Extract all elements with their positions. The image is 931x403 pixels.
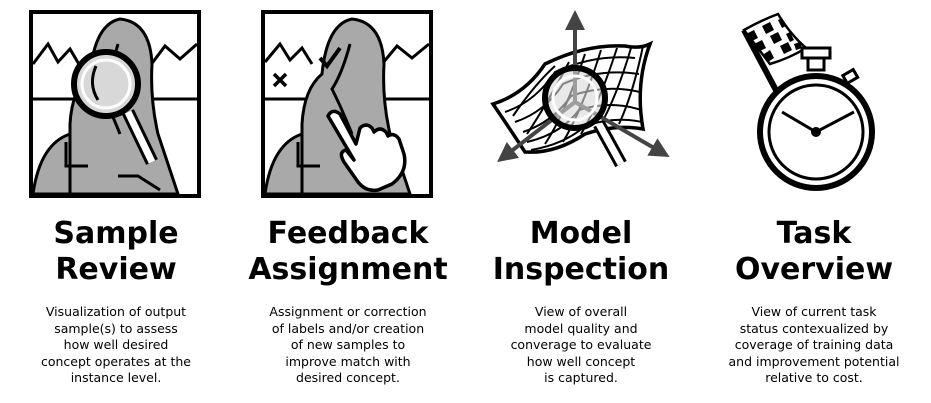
magnifier-over-surface-icon — [490, 10, 670, 168]
panel-task-overview: Task Overview View of current task statu… — [698, 0, 930, 403]
stopwatch-with-flag-icon — [741, 12, 875, 191]
panel-description: Visualization of output sample(s) to ass… — [40, 304, 191, 385]
panel-sample-review: Sample Review Visualization of output sa… — [0, 0, 232, 403]
panel-model-inspection: Model Inspection View of overall model q… — [465, 0, 697, 403]
panel-description: View of current task status contexualize… — [728, 304, 900, 385]
panel-title: Feedback Assignment — [248, 216, 448, 287]
panel-feedback-assignment: Feedback Assignment Assignment or correc… — [232, 0, 464, 403]
magnifier-over-portrait-icon — [29, 10, 201, 198]
panel-description: Assignment or correction of labels and/o… — [269, 304, 427, 385]
panel-title: Sample Review — [53, 216, 179, 287]
panel-title: Task Overview — [734, 216, 894, 287]
panel-description: View of overall model quality and conver… — [510, 304, 652, 385]
pointing-hand-over-portrait-icon — [261, 10, 433, 198]
panel-title: Model Inspection — [492, 216, 670, 287]
